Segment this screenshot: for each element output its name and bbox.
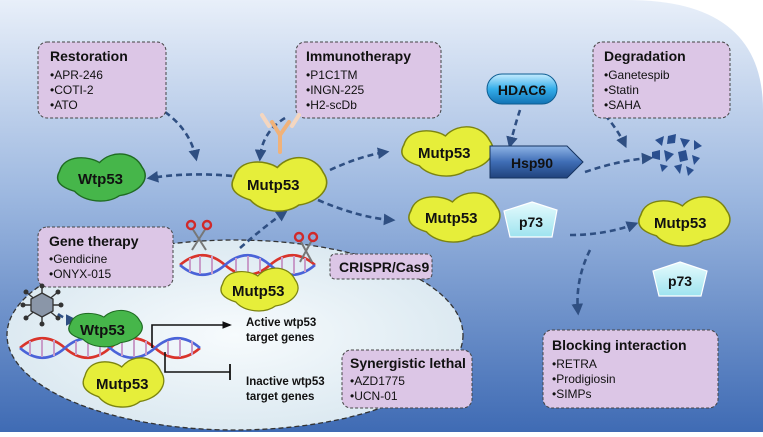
activation-arrow <box>151 321 232 348</box>
mutp53-label: Mutp53 <box>247 177 300 194</box>
wtp53-label: Wtp53 <box>78 171 123 188</box>
arrow-hdac-to-hsp <box>506 109 522 149</box>
blocking-title: Blocking interaction <box>552 337 687 353</box>
degradation-item: •SAHA <box>604 98 641 112</box>
mutp53-label: Mutp53 <box>425 210 478 227</box>
mutp53-label: Mutp53 <box>418 145 471 162</box>
degradation-box: Degradation •Ganetespib •Statin •SAHA <box>592 41 731 119</box>
degraded-fragments-icon <box>652 134 702 176</box>
crispr-box: CRISPR/Cas9 <box>329 253 433 280</box>
arrow-mut-to-hsp <box>329 147 390 172</box>
degradation-item: •Ganetespib <box>604 68 670 82</box>
arrow-p73-to-free <box>569 221 639 237</box>
synergistic-title: Synergistic lethal <box>350 355 466 371</box>
restoration-title: Restoration <box>50 48 128 64</box>
synergistic-item: •UCN-01 <box>350 389 398 403</box>
blocking-item: •RETRA <box>552 357 597 371</box>
synergistic-box: Synergistic lethal •AZD1775 •UCN-01 <box>341 349 473 409</box>
synergistic-item: •AZD1775 <box>350 374 405 388</box>
blocking-item: •SIMPs <box>552 387 592 401</box>
wtp53-label: Wtp53 <box>80 322 125 339</box>
restoration-item: •APR-246 <box>50 68 103 82</box>
hdac6-label: HDAC6 <box>498 82 546 98</box>
immunotherapy-box: Immunotherapy •P1C1TM •INGN-225 •H2-scDb <box>295 41 442 119</box>
gene-therapy-item: •Gendicine <box>49 252 108 266</box>
p73-label: p73 <box>668 273 692 289</box>
mutp53-label: Mutp53 <box>654 215 707 232</box>
p73-protein-free: p73 <box>652 261 708 297</box>
immunotherapy-item: •P1C1TM <box>306 68 358 82</box>
immunotherapy-title: Immunotherapy <box>306 48 411 64</box>
restoration-item: •COTI-2 <box>50 83 94 97</box>
p73-label: p73 <box>519 214 543 230</box>
antibody-icon <box>260 113 301 154</box>
arrow-gene-to-mut <box>239 209 288 249</box>
degradation-item: •Statin <box>604 83 639 97</box>
scissors-icon <box>293 231 319 263</box>
blocking-box: Blocking interaction •RETRA •Prodigiosin… <box>542 329 719 409</box>
p73-protein-bound: p73 <box>503 201 558 238</box>
gene-therapy-title: Gene therapy <box>49 233 139 249</box>
active-genes-label: target genes <box>246 332 314 344</box>
crispr-label: CRISPR/Cas9 <box>339 259 429 275</box>
degradation-title: Degradation <box>604 48 686 64</box>
hsp90-protein: Hsp90 <box>489 145 584 179</box>
mutp53-label: Mutp53 <box>96 376 149 393</box>
arrow-to-blocking <box>571 249 592 316</box>
gene-therapy-item: •ONYX-015 <box>49 267 112 281</box>
scissors-icon <box>185 219 213 251</box>
active-genes-label: Active wtp53 <box>246 317 316 329</box>
arrow-mut-to-wt <box>146 171 233 183</box>
arrow-mut-to-p73 <box>317 198 396 226</box>
restoration-item: •ATO <box>50 98 78 112</box>
virus-icon <box>20 283 78 327</box>
immunotherapy-item: •H2-scDb <box>306 98 357 112</box>
inhibition-arrow <box>164 352 231 380</box>
gene-therapy-box: Gene therapy •Gendicine •ONYX-015 <box>37 226 174 288</box>
immunotherapy-item: •INGN-225 <box>306 83 365 97</box>
blocking-item: •Prodigiosin <box>552 372 616 386</box>
mutp53-label: Mutp53 <box>232 283 285 300</box>
restoration-box: Restoration •APR-246 •COTI-2 •ATO <box>37 41 167 119</box>
hsp90-label: Hsp90 <box>511 155 553 171</box>
arrow-hsp-to-fragments <box>584 152 654 174</box>
arrow-immuno <box>254 116 286 162</box>
arrow-restoration <box>164 110 201 162</box>
inactive-genes-label: Inactive wtp53 <box>246 376 325 388</box>
hdac6-protein: HDAC6 <box>486 73 558 105</box>
inactive-genes-label: target genes <box>246 391 314 403</box>
dna-strand-lower <box>19 336 201 360</box>
